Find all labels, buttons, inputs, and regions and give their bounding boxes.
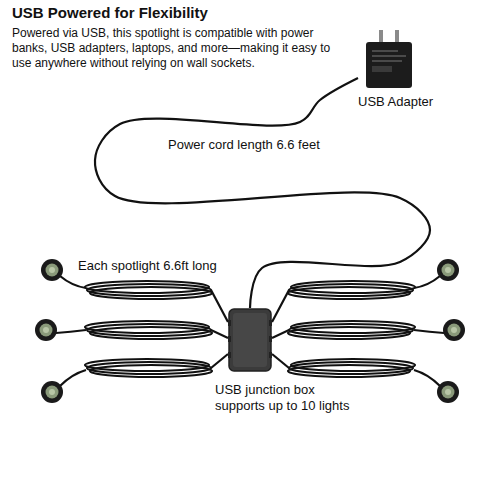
cable-coil <box>90 365 212 377</box>
cable <box>60 276 86 288</box>
cable-coil <box>288 327 410 339</box>
spotlights <box>35 259 465 403</box>
junction-box-icon <box>228 308 272 372</box>
description-text: Powered via USB, this spotlight is compa… <box>12 26 352 71</box>
spotlight <box>437 259 459 281</box>
cable <box>272 330 289 338</box>
spotlight <box>437 381 459 403</box>
usb-adapter-icon <box>358 30 420 88</box>
spotlight-cables <box>56 276 444 386</box>
cable <box>414 276 440 288</box>
spotlight-length-label: Each spotlight 6.6ft long <box>78 258 217 274</box>
cable-coil <box>288 365 410 377</box>
cable <box>414 330 444 333</box>
spotlight <box>443 319 465 341</box>
usb-adapter: USB Adapter <box>358 30 452 110</box>
cable <box>414 370 440 386</box>
cable <box>56 330 86 333</box>
junction-box-label: USB junction box supports up to 10 light… <box>215 382 361 414</box>
cable <box>60 370 86 386</box>
spotlight <box>41 259 63 281</box>
cable-coil <box>288 287 410 299</box>
heading: USB Powered for Flexibility <box>12 4 208 21</box>
spotlight <box>41 381 63 403</box>
cable <box>211 354 228 368</box>
cable <box>272 354 289 368</box>
cord-length-label: Power cord length 6.6 feet <box>168 137 320 153</box>
spotlight <box>35 319 57 341</box>
cable-coil <box>90 287 212 299</box>
cable <box>211 330 228 338</box>
junction-box: USB junction box supports up to 10 light… <box>200 308 363 414</box>
cable <box>211 290 228 322</box>
cable-coil <box>90 327 212 339</box>
cable <box>272 290 289 322</box>
usb-adapter-label: USB Adapter <box>358 94 452 110</box>
